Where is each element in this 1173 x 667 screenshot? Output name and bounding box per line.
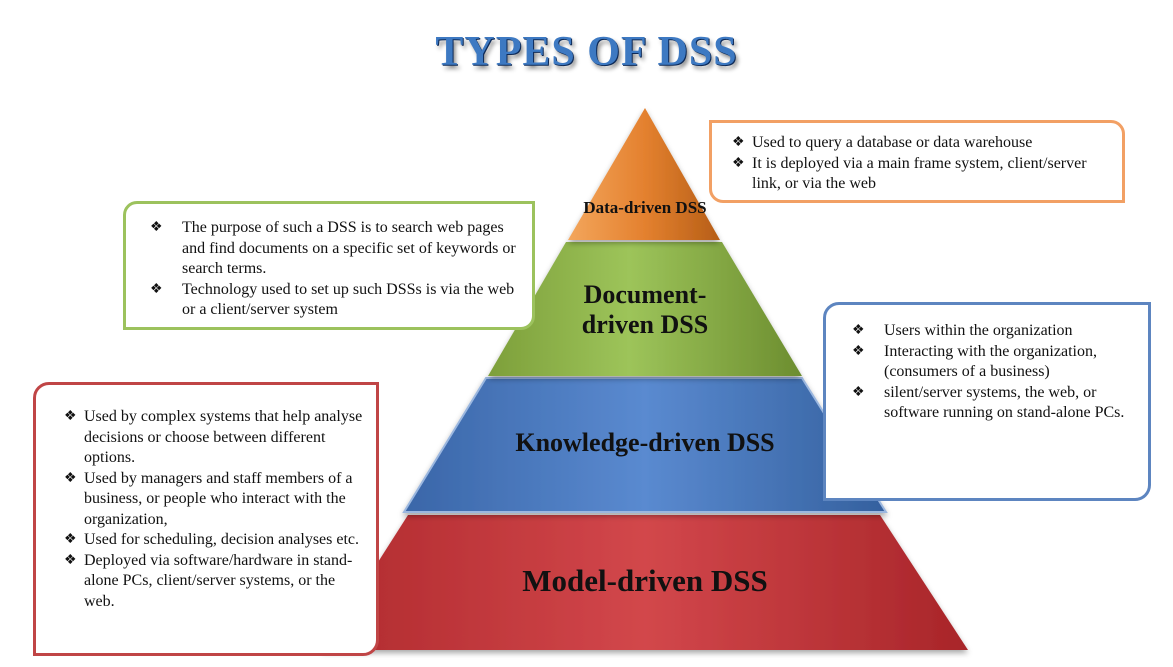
knowledge-driven-callout: ❖ Users within the organization ❖ Interacti… [823,302,1151,501]
callout-bullet-text: Users within the organization [884,322,1073,339]
diamond-bullet-icon: ❖ [732,155,745,171]
callout-bullet-text: Interacting with the organization, (cons… [884,342,1097,381]
callout-bullet-item: ❖ It is deployed via a main frame system,… [732,154,1110,195]
callout-bullet-item: ❖ Used by managers and staff members of a… [64,469,366,531]
callout-bullet-text: Technology used to set up such DSSs is v… [182,280,515,319]
data-driven-bullets: ❖ Used to query a database or data wareho… [732,133,1110,195]
document-driven-callout: ❖ The purpose of such a DSS is to search … [123,201,535,330]
diamond-bullet-icon: ❖ [150,281,163,297]
diamond-bullet-icon: ❖ [64,552,77,568]
callout-bullet-text: Used by complex systems that help analys… [84,408,363,466]
callout-bullet-text: silent/server systems, the web, or softw… [884,383,1125,422]
diamond-bullet-icon: ❖ [852,384,865,400]
callout-bullet-item: ❖ The purpose of such a DSS is to search … [150,218,522,280]
callout-bullet-text: Used for scheduling, decision analyses e… [84,531,360,548]
callout-bullet-item: ❖ Used to query a database or data wareho… [732,133,1110,154]
callout-bullet-text: Deployed via software/hardware in stand-… [84,551,353,610]
callout-bullet-item: ❖ silent/server systems, the web, or soft… [852,383,1134,424]
diamond-bullet-icon: ❖ [150,220,163,235]
callout-bullet-text: Used to query a database or data warehou… [752,134,1033,151]
diamond-bullet-icon: ❖ [64,409,77,424]
callout-bullet-item: ❖ Used for scheduling, decision analyses … [64,530,366,551]
callout-bullet-text: Used by managers and staff members of a … [84,469,353,528]
document-driven-label: Document-driven DSS [581,280,709,339]
model-driven-bullets: ❖ Used by complex systems that help analy… [64,407,366,612]
data-driven-label: Data-driven DSS [583,198,707,217]
diamond-bullet-icon: ❖ [852,323,865,338]
knowledge-driven-bullets: ❖ Users within the organization ❖ Interacti… [852,321,1134,424]
callout-bullet-item: ❖ Interacting with the organization, (con… [852,342,1134,383]
document-driven-tier [488,242,802,376]
diamond-bullet-icon: ❖ [64,470,77,486]
callout-bullet-item: ❖ Used by complex systems that help analy… [64,407,366,469]
knowledge-driven-tier [402,377,888,513]
data-driven-tier [568,108,720,240]
diamond-bullet-icon: ❖ [64,532,77,547]
callout-bullet-item: ❖ Technology used to set up such DSSs is … [150,280,522,321]
data-driven-callout: ❖ Used to query a database or data wareho… [709,120,1125,203]
diamond-bullet-icon: ❖ [852,343,865,359]
callout-bullet-item: ❖ Deployed via software/hardware in stand… [64,551,366,613]
model-driven-tier [322,515,968,650]
document-driven-bullets: ❖ The purpose of such a DSS is to search … [150,218,522,321]
knowledge-driven-label: Knowledge-driven DSS [515,428,775,457]
diamond-bullet-icon: ❖ [732,135,745,150]
page-title: TYPES OF DSS [435,29,738,75]
callout-bullet-text: It is deployed via a main frame system, … [752,154,1087,193]
callout-bullet-item: ❖ Users within the organization [852,321,1134,342]
model-driven-callout: ❖ Used by complex systems that help analy… [33,382,379,656]
model-driven-label: Model-driven DSS [522,563,768,598]
callout-bullet-text: The purpose of such a DSS is to search w… [182,219,516,277]
